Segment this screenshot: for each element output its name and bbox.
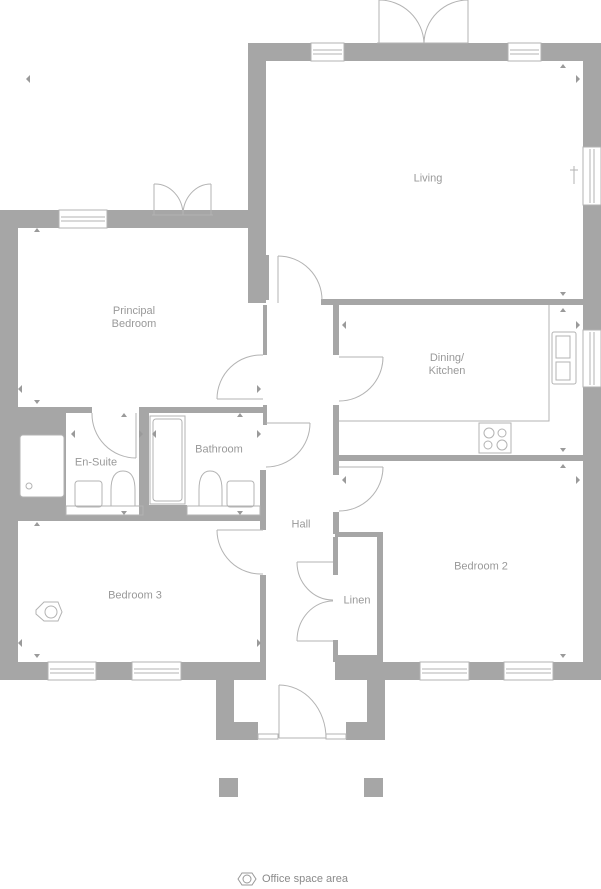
- wall: [333, 305, 339, 355]
- dimension-markers: [18, 64, 580, 658]
- wall: [377, 532, 383, 662]
- doors: [91, 0, 469, 739]
- wall: [0, 407, 92, 413]
- shower-tray: [19, 434, 65, 498]
- wall: [216, 722, 258, 740]
- wall: [321, 299, 583, 305]
- wall: [143, 413, 149, 521]
- windows: [47, 42, 601, 740]
- wall: [260, 470, 266, 530]
- room-label-en-suite: En-Suite: [74, 456, 118, 469]
- room-label-bedroom-2: Bedroom 2: [454, 560, 508, 573]
- post: [219, 778, 238, 797]
- wall: [263, 305, 267, 355]
- wall: [0, 210, 266, 228]
- room-label-dining-kitchen: Dining/ Kitchen: [428, 352, 466, 377]
- wall: [0, 210, 18, 680]
- wall: [216, 662, 234, 740]
- wall: [263, 405, 267, 425]
- legend-label: Office space area: [262, 873, 349, 885]
- wall: [263, 255, 269, 300]
- wall: [333, 512, 339, 534]
- wall: [333, 537, 338, 575]
- wall: [333, 640, 338, 662]
- room-label-bedroom-3: Bedroom 3: [108, 589, 162, 602]
- room-label-linen: Linen: [343, 594, 371, 607]
- wall: [139, 407, 143, 515]
- wall: [143, 505, 187, 521]
- room-label-living: Living: [413, 172, 443, 185]
- wall: [333, 655, 383, 662]
- room-label-bathroom: Bathroom: [195, 443, 243, 456]
- room-label-hall: Hall: [291, 518, 311, 531]
- wall: [333, 461, 339, 473]
- wall: [367, 662, 385, 740]
- room-label-principal-bedroom: Principal Bedroom: [111, 305, 157, 330]
- wall: [339, 455, 583, 461]
- wall: [333, 405, 339, 475]
- wall: [346, 722, 385, 740]
- wall: [0, 515, 266, 521]
- shower-drain: [25, 482, 33, 490]
- fixtures: [35, 166, 578, 622]
- wall: [260, 575, 266, 662]
- wall: [248, 43, 601, 61]
- wall: [248, 43, 266, 303]
- wall: [335, 532, 383, 537]
- legend: Office space area: [236, 871, 348, 887]
- office-space-icon: [237, 872, 257, 886]
- wall: [139, 407, 266, 413]
- post: [364, 778, 383, 797]
